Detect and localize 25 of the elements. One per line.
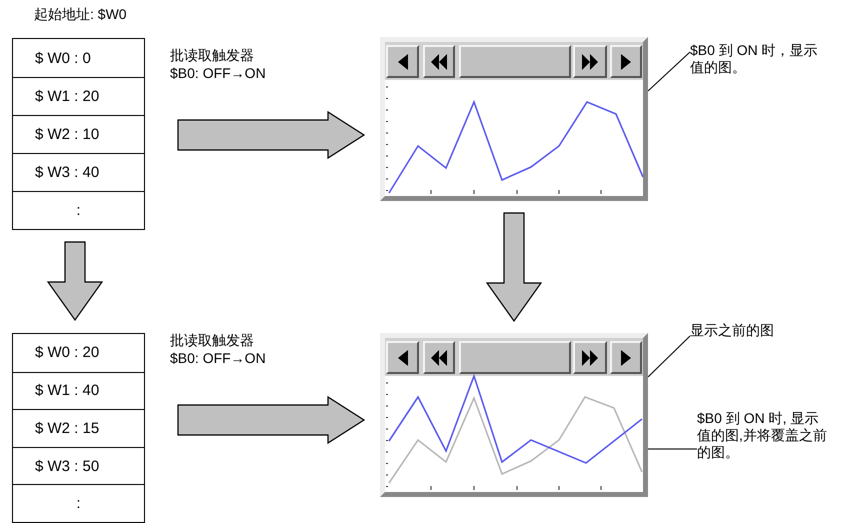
leader-line: [648, 448, 698, 450]
block-arrow: [486, 212, 542, 322]
start-address-label: 起始地址: $W0: [34, 6, 127, 24]
register-value: $ W2 : 10: [34, 126, 100, 143]
callout-text: $B0 到 ON 时，显示值的图。: [690, 42, 830, 82]
block-arrow: [46, 241, 104, 322]
register-value: $ W1 : 20: [34, 88, 100, 105]
callout-text: $B0 到 ON 时, 显示值的图,并将覆盖之前的图。: [697, 410, 831, 474]
register-value: $ W2 : 15: [34, 420, 100, 437]
block-arrow: [177, 396, 366, 444]
register-value: :: [76, 495, 81, 512]
trend-graph-panel: [380, 333, 648, 497]
register-table: [12, 38, 145, 230]
trend-graph-panel: [380, 37, 648, 201]
register-table: [12, 333, 145, 523]
block-arrow: [177, 110, 366, 160]
register-value: :: [76, 202, 81, 219]
register-value: $ W3 : 40: [34, 164, 100, 181]
leader-line: [648, 336, 690, 378]
register-value: $ W1 : 40: [34, 382, 100, 400]
callout-text: 显示之前的图: [690, 322, 830, 342]
leader-line: [648, 52, 690, 92]
register-value: $ W3 : 50: [34, 458, 100, 475]
register-value: $ W0 : 20: [34, 344, 100, 362]
register-value: $ W0 : 0: [34, 50, 91, 66]
